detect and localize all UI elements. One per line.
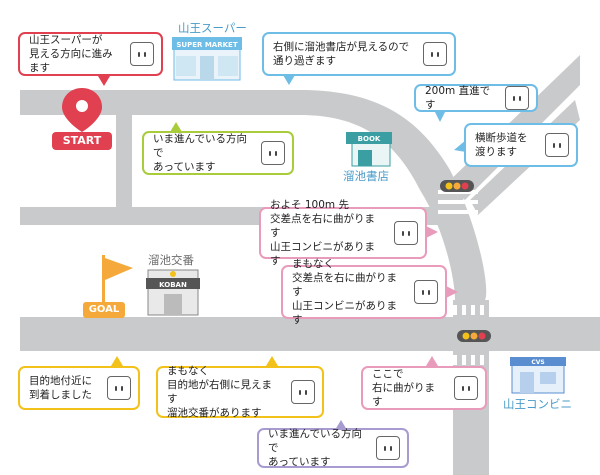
supermarket-sign: SUPER MARKET bbox=[176, 41, 237, 49]
traffic-light-icon bbox=[457, 330, 491, 342]
instruction-text: ここで 右に曲がります bbox=[372, 368, 435, 408]
instruction-bubble-2: 右側に溜池書店が見えるので 通り過ぎます bbox=[262, 32, 456, 76]
face-icon bbox=[505, 86, 529, 110]
instruction-text: 右側に溜池書店が見えるので 通り過ぎます bbox=[273, 41, 410, 67]
crosswalk-upper bbox=[438, 190, 478, 214]
face-icon bbox=[261, 141, 285, 165]
face-icon bbox=[423, 42, 447, 66]
supermarket-building bbox=[172, 37, 242, 81]
goal-marker: GOAL bbox=[83, 302, 125, 318]
bookstore-label: 溜池書店 bbox=[343, 169, 389, 183]
map-pin-icon bbox=[62, 88, 102, 132]
face-icon bbox=[107, 376, 131, 400]
face-icon bbox=[545, 133, 569, 157]
crosswalk-lower bbox=[453, 305, 484, 365]
koban-sign: KOBAN bbox=[159, 281, 187, 289]
koban-building bbox=[146, 269, 200, 316]
face-icon bbox=[414, 280, 438, 304]
face-icon bbox=[454, 376, 478, 400]
instruction-text: まもなく 目的地が右側に見えます 溜池交番があります bbox=[167, 365, 272, 419]
instruction-text: およそ 100m 先 交差点を右に曲がります 山王コンビニがあります bbox=[270, 199, 375, 267]
goal-flag-icon bbox=[98, 255, 133, 306]
instruction-bubble-5: 横断歩道を 渡ります bbox=[464, 123, 578, 167]
instruction-bubble-9: まもなく 目的地が右側に見えます 溜池交番があります bbox=[156, 365, 324, 419]
left-side-road bbox=[116, 115, 132, 207]
instruction-text: まもなく 交差点を右に曲がります 山王コンビニがあります bbox=[292, 258, 397, 326]
convenience-label: 山王コンビニ bbox=[503, 397, 572, 411]
bookstore-sign: BOOK bbox=[358, 135, 381, 143]
instruction-bubble-7: まもなく 交差点を右に曲がります 山王コンビニがあります bbox=[281, 258, 447, 326]
face-icon bbox=[376, 436, 400, 460]
instruction-bubble-8: 目的地付近に 到着しました bbox=[18, 366, 140, 410]
instruction-text: いま進んでいる方向で あっています bbox=[268, 428, 362, 468]
instruction-text: 山王スーパーが 見える方向に進みます bbox=[29, 34, 113, 74]
supermarket-label: 山王スーパー bbox=[178, 21, 247, 35]
instruction-bubble-11: いま進んでいる方向で あっています bbox=[257, 428, 409, 468]
instruction-text: 横断歩道を 渡ります bbox=[475, 132, 528, 158]
instruction-bubble-10: ここで 右に曲がります bbox=[361, 366, 487, 410]
instruction-text: 200m 直進です bbox=[425, 85, 491, 111]
face-icon bbox=[394, 221, 418, 245]
instruction-bubble-3: 200m 直進です bbox=[414, 84, 538, 112]
bubble-tails bbox=[98, 75, 466, 430]
face-icon bbox=[130, 42, 154, 66]
start-marker: START bbox=[52, 132, 112, 150]
bookstore-building bbox=[346, 132, 392, 167]
instruction-text: 目的地付近に 到着しました bbox=[29, 375, 92, 401]
instruction-bubble-4: いま進んでいる方向で あっています bbox=[142, 131, 294, 175]
instruction-bubble-1: 山王スーパーが 見える方向に進みます bbox=[18, 32, 163, 76]
face-icon bbox=[291, 380, 315, 404]
koban-label: 溜池交番 bbox=[148, 253, 194, 267]
convenience-store-building bbox=[510, 357, 566, 394]
bottom-road bbox=[20, 317, 600, 351]
instruction-bubble-6: およそ 100m 先 交差点を右に曲がります 山王コンビニがあります bbox=[259, 199, 427, 267]
instruction-text: いま進んでいる方向で あっています bbox=[153, 133, 247, 173]
traffic-light-icon bbox=[440, 180, 474, 192]
convenience-sign: CVS bbox=[531, 359, 544, 366]
